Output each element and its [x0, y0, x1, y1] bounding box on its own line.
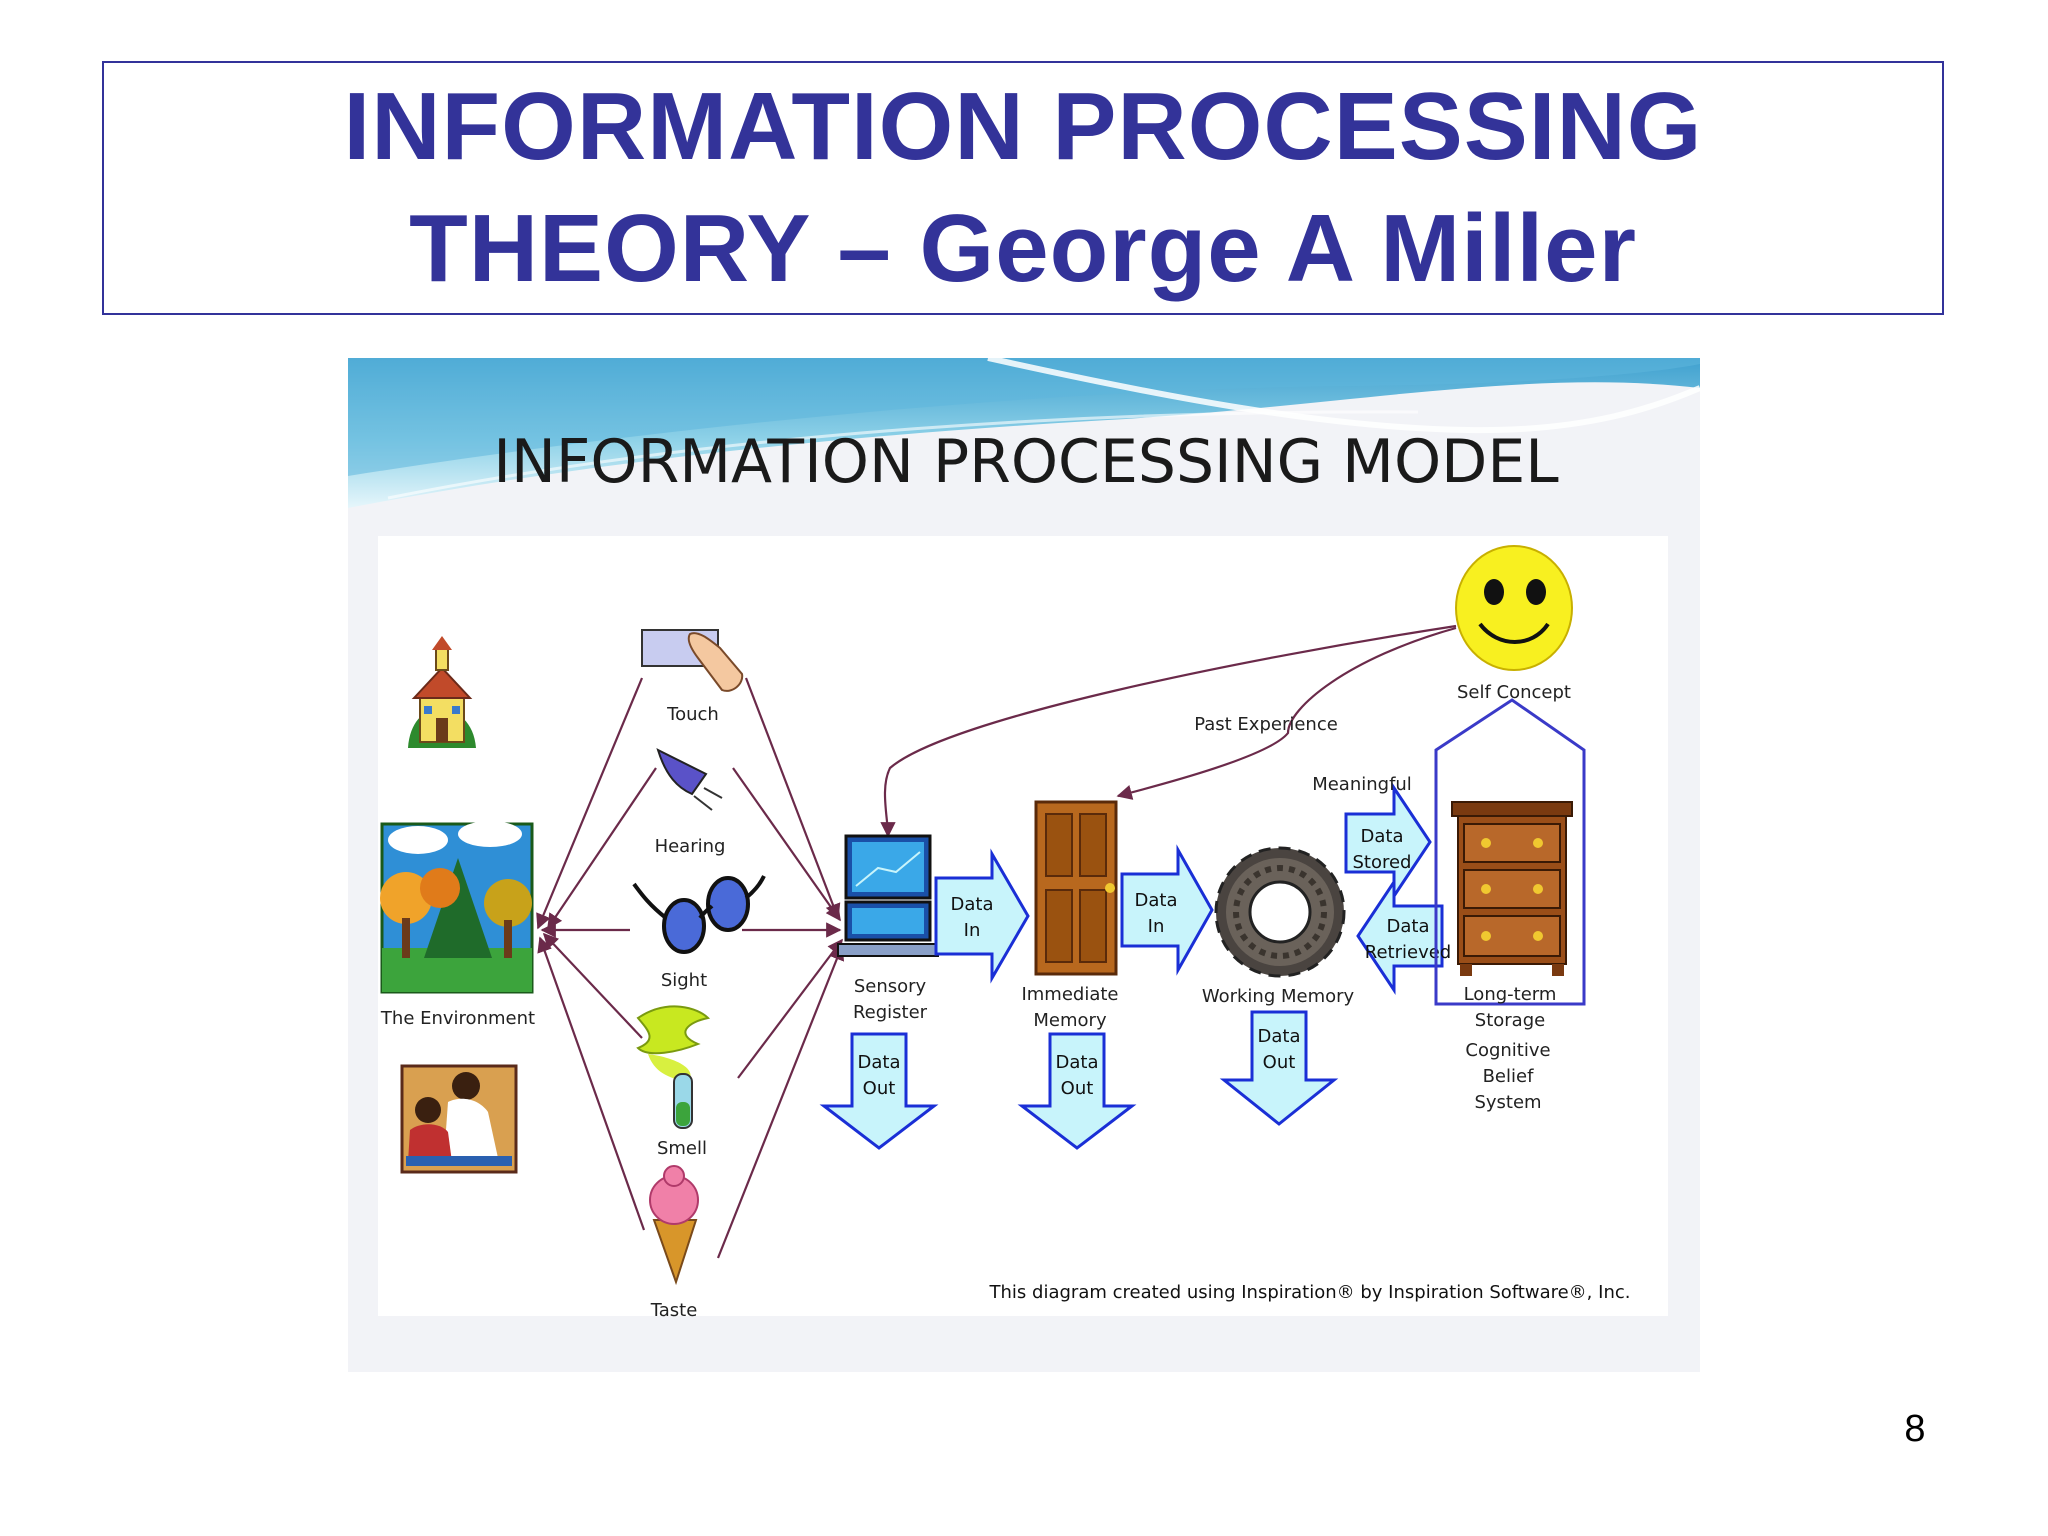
label-working-memory: Working Memory: [1202, 986, 1355, 1007]
glasses-icon: [632, 875, 766, 954]
data-out-arrow-working: Data Out: [1219, 1010, 1339, 1126]
slide-title-line-1: INFORMATION PROCESSING: [343, 73, 1703, 180]
data-out-2-line-1: Data: [1056, 1052, 1099, 1073]
schoolhouse-icon: [408, 636, 476, 748]
smiley-face-icon: [1455, 545, 1573, 671]
door-icon: [1034, 800, 1118, 976]
label-belief-line-1: Cognitive: [1465, 1040, 1550, 1061]
label-touch: Touch: [666, 704, 719, 725]
data-retrieved-arrow: Data Retrieved: [1356, 877, 1451, 995]
label-meaningful: Meaningful: [1312, 774, 1412, 795]
data-in-1-line-1: Data: [951, 894, 994, 915]
data-retrieved-line-2: Retrieved: [1365, 942, 1451, 963]
data-out-1-line-1: Data: [858, 1052, 901, 1073]
data-in-2-line-1: Data: [1135, 890, 1178, 911]
label-self-concept: Self Concept: [1457, 682, 1571, 703]
data-out-2-line-2: Out: [1061, 1078, 1094, 1099]
slide-title-box: INFORMATION PROCESSING THEORY – George A…: [102, 61, 1944, 315]
touch-icon: [641, 629, 744, 692]
data-out-1-line-2: Out: [863, 1078, 896, 1099]
label-long-term-line-2: Storage: [1475, 1010, 1545, 1031]
smell-icon: [636, 1005, 711, 1129]
header-banner: [348, 358, 1700, 508]
data-out-3-line-2: Out: [1263, 1052, 1296, 1073]
label-immediate-memory-line-1: Immediate: [1021, 984, 1118, 1005]
data-out-arrow-immediate: Data Out: [1017, 1032, 1137, 1150]
label-immediate-memory-line-2: Memory: [1033, 1010, 1107, 1031]
connector-lines: [536, 624, 1457, 1259]
label-belief-line-2: Belief: [1483, 1066, 1534, 1087]
label-belief-line-3: System: [1474, 1092, 1541, 1113]
label-sensory-register-line-1: Sensory: [854, 976, 927, 997]
data-retrieved-line-1: Data: [1387, 916, 1430, 937]
slide-title-line-2: THEORY – George A Miller: [409, 195, 1637, 302]
data-in-1-line-2: In: [964, 920, 981, 941]
dresser-icon: [1451, 801, 1573, 976]
label-hearing: Hearing: [655, 836, 726, 857]
diagram-title: INFORMATION PROCESSING MODEL: [493, 427, 1559, 497]
ice-cream-icon: [649, 1165, 699, 1286]
label-the-environment: The Environment: [380, 1008, 535, 1029]
house-outline: [1434, 698, 1586, 1006]
teacher-student-icon: [400, 1064, 518, 1174]
hearing-icon: [656, 748, 723, 811]
data-stored-line-1: Data: [1361, 826, 1404, 847]
data-in-arrow-2: Data In: [1120, 844, 1214, 976]
data-stored-line-2: Stored: [1352, 852, 1411, 873]
data-in-2-line-2: In: [1148, 916, 1165, 937]
forest-scene-icon: [380, 821, 534, 994]
page-number: 8: [1904, 1408, 1926, 1450]
information-processing-diagram: INFORMATION PROCESSING MODEL: [348, 358, 1700, 1372]
gear-icon: [1214, 846, 1346, 978]
computer-icon: [837, 834, 939, 957]
data-stored-arrow: Data Stored: [1344, 783, 1432, 901]
label-smell: Smell: [657, 1138, 707, 1159]
label-sight: Sight: [661, 970, 707, 991]
data-out-arrow-sensory: Data Out: [819, 1032, 939, 1150]
label-taste: Taste: [650, 1300, 698, 1321]
data-out-3-line-1: Data: [1258, 1026, 1301, 1047]
label-long-term-line-1: Long-term: [1464, 984, 1557, 1005]
data-in-arrow-1: Data In: [934, 848, 1030, 984]
label-sensory-register-line-2: Register: [853, 1002, 928, 1023]
label-past-experience: Past Experience: [1194, 714, 1338, 735]
diagram-credit: This diagram created using Inspiration® …: [989, 1282, 1631, 1303]
